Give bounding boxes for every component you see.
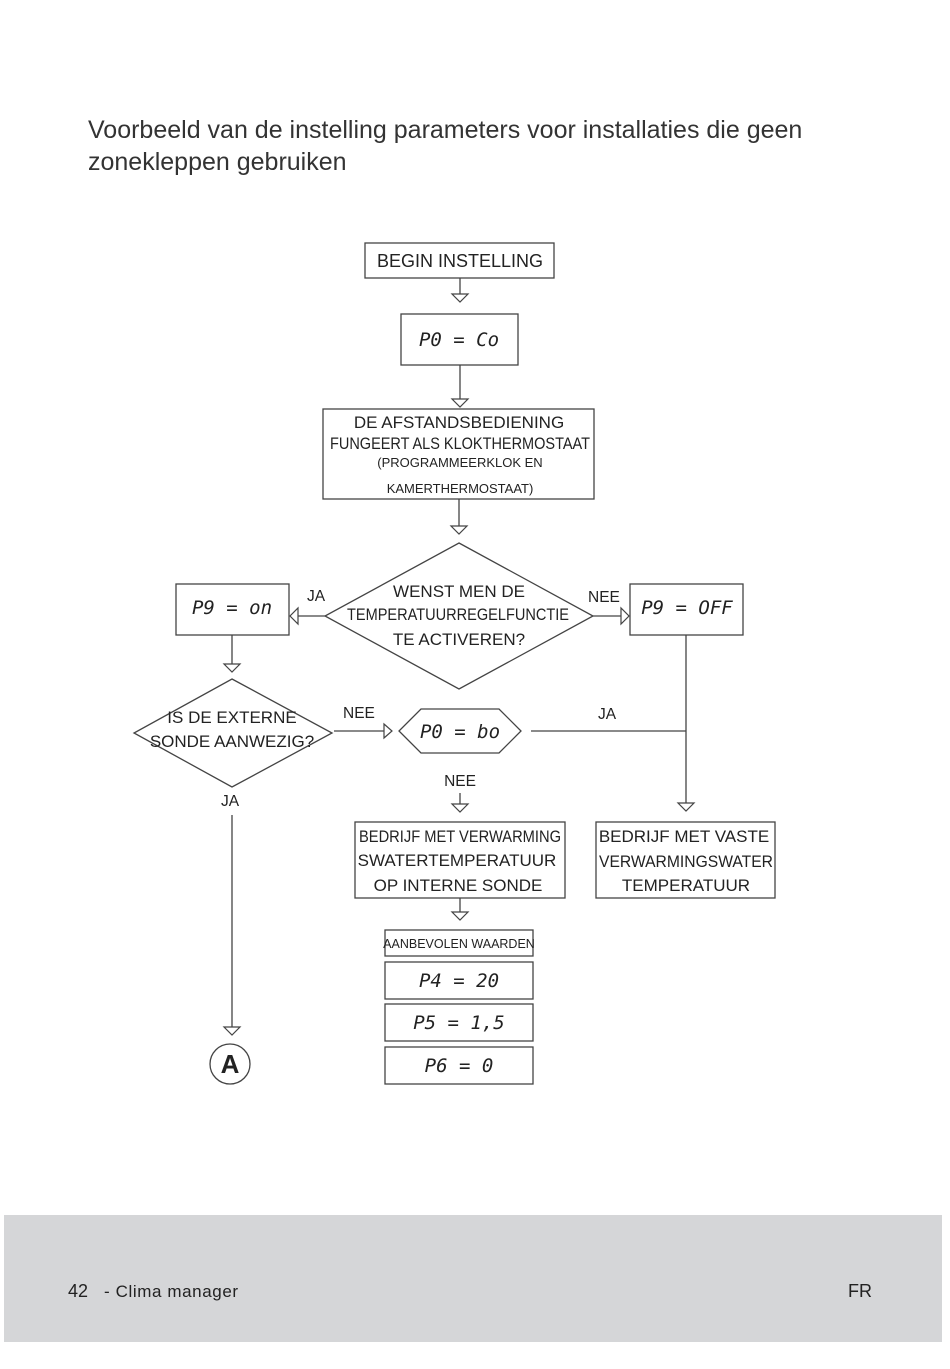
page-number: 42 xyxy=(68,1281,89,1301)
remote-line2: FUNGEERT ALS KLOKTHERMOSTAAT xyxy=(330,434,590,453)
remote-line3: (PROGRAMMEERKLOK EN xyxy=(377,455,542,470)
p0-co-value: P0 = Co xyxy=(419,329,499,351)
language-code: FR xyxy=(848,1281,872,1301)
question-temp-diamond xyxy=(323,542,595,690)
label-nee-probe: NEE xyxy=(343,705,375,722)
page-title: Voorbeeld van de instelling parameters v… xyxy=(88,116,803,176)
arrow-head xyxy=(450,293,470,303)
label-nee-bo: NEE xyxy=(444,773,476,790)
question-temp-line1: WENST MEN DE xyxy=(393,582,525,601)
arrow-head xyxy=(222,1026,242,1036)
p4-value: P4 = 20 xyxy=(419,970,499,992)
p5-value: P5 = 1,5 xyxy=(413,1012,505,1034)
p9-off-value: P9 = OFF xyxy=(641,597,733,619)
arrow-head xyxy=(449,525,469,535)
recommended-label: AANBEVOLEN WAARDEN xyxy=(383,937,535,951)
op-internal-line2: SWATERTEMPERATUUR xyxy=(358,851,557,870)
question-probe-diamond xyxy=(132,678,334,788)
p0-bo-value: P0 = bo xyxy=(420,721,500,743)
p9-on-value: P9 = on xyxy=(192,597,272,619)
label-ja-left: JA xyxy=(307,588,326,605)
question-temp-line2: TEMPERATUURREGELFUNCTIE xyxy=(347,605,569,624)
op-fixed-line1: BEDRIJF MET VASTE xyxy=(599,827,769,846)
connector-a-circle xyxy=(209,1043,251,1085)
op-internal-box xyxy=(354,821,566,899)
page-footer: 42 - Clima manager FR xyxy=(4,1215,942,1342)
label-nee-right: NEE xyxy=(588,589,620,606)
arrow-head xyxy=(289,606,299,626)
arrow-head xyxy=(676,802,696,812)
remote-box xyxy=(322,408,595,500)
recommended-box xyxy=(384,929,534,957)
arrow-head xyxy=(620,606,630,626)
p4-box xyxy=(384,961,534,1000)
p9-on-box xyxy=(175,583,290,636)
p5-box xyxy=(384,1003,534,1042)
p0-bo-hexagon xyxy=(398,708,522,754)
op-fixed-line3: TEMPERATUUR xyxy=(622,876,750,895)
op-fixed-line2: VERWARMINGSWATER xyxy=(599,852,773,871)
arrow-head xyxy=(222,663,242,673)
document-name: - Clima manager xyxy=(104,1282,239,1301)
remote-line1: DE AFSTANDSBEDIENING xyxy=(354,413,564,432)
arrow-head xyxy=(383,722,393,740)
p9-off-box xyxy=(629,583,744,636)
connector-a-label: A xyxy=(221,1049,240,1079)
p0-co-box xyxy=(400,313,519,366)
arrow-head xyxy=(450,398,470,408)
start-label: BEGIN INSTELLING xyxy=(377,251,543,271)
arrow-head xyxy=(450,803,470,813)
op-internal-line3: OP INTERNE SONDE xyxy=(374,876,543,895)
question-probe-line2: SONDE AANWEZIG? xyxy=(150,732,314,751)
p6-box xyxy=(384,1046,534,1085)
question-probe-line1: IS DE EXTERNE xyxy=(167,708,296,727)
label-ja-bo: JA xyxy=(598,706,617,723)
arrow-head xyxy=(450,911,470,921)
remote-line4: KAMERTHERMOSTAAT) xyxy=(387,481,534,496)
op-internal-line1: BEDRIJF MET VERWARMING xyxy=(359,827,561,846)
op-fixed-box xyxy=(595,821,776,899)
p6-value: P6 = 0 xyxy=(425,1055,494,1077)
label-ja-probe: JA xyxy=(221,793,240,810)
question-temp-line3: TE ACTIVEREN? xyxy=(393,630,525,649)
